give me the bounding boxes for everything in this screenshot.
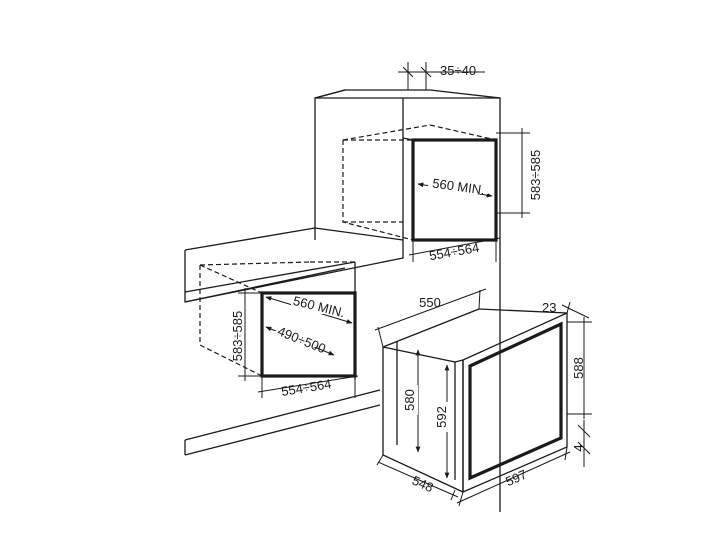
oven-door-dimension: 23 (542, 300, 590, 319)
countertop (184, 227, 404, 303)
oven-base-offset-label: 4 (571, 444, 586, 451)
column-height-dimension: 583÷585 (496, 128, 543, 218)
column-recess-dimension: 35÷40 (398, 62, 485, 90)
undercounter-cavity-height-label: 583÷585 (230, 311, 245, 362)
oven-body-height-label: 580 (402, 389, 417, 411)
column-depth-dimension: 560 MIN. (417, 175, 493, 198)
oven-front-height-label: 588 (571, 357, 586, 379)
column-recess-depth-label: 35÷40 (440, 63, 476, 78)
undercounter-opening-dimension: 490÷500 (265, 323, 335, 356)
oven-front-panel (454, 311, 568, 493)
column-cavity-width-label: 554÷564 (428, 240, 480, 264)
oven-door-thickness-label: 23 (542, 300, 556, 315)
oven-inner-height-label: 592 (434, 406, 449, 428)
oven-side-depth-dimension: 548 (376, 454, 459, 501)
undercounter-cavity (199, 261, 357, 378)
column-cavity (342, 124, 498, 242)
column-width-dimension: 554÷564 (408, 237, 501, 264)
oven-front-height-dimension: 588 (567, 317, 592, 419)
column-cavity-depth-label: 560 MIN. (431, 175, 485, 197)
oven-body-height-dimension: 580 (402, 349, 421, 453)
undercounter-cavity-width-label: 554÷564 (280, 376, 332, 399)
base-cabinet (184, 262, 381, 456)
oven-side-depth-label: 548 (410, 473, 436, 496)
undercounter-depth-dimension: 560 MIN. (265, 293, 353, 324)
oven-front-width-label: 597 (503, 467, 529, 490)
undercounter-cavity-depth-label: 560 MIN. (292, 293, 347, 320)
oven-body-depth-label: 550 (419, 295, 441, 310)
undercounter-height-dimension: 583÷585 (230, 288, 262, 381)
undercounter-opening-label: 490÷500 (275, 323, 327, 356)
oven-inner-height-dimension: 592 (432, 364, 450, 479)
column-cavity-height-label: 583÷585 (528, 150, 543, 201)
oven-depth-dimension: 550 (374, 288, 487, 348)
oven-base-dimension: 4 (571, 420, 591, 467)
column-cabinet (314, 89, 501, 512)
undercounter-width-dimension: 554÷564 (257, 375, 359, 399)
